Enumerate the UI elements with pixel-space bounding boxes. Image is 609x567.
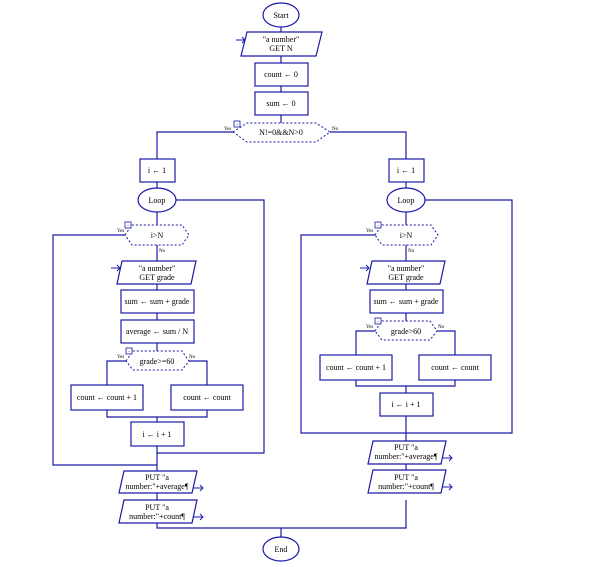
svg-text:sum ← 0: sum ← 0 — [266, 99, 295, 108]
left-input-grade-block[interactable]: "a number" GET grade — [116, 260, 197, 285]
svg-text:GET grade: GET grade — [139, 273, 175, 282]
svg-text:"a number": "a number" — [139, 264, 176, 273]
svg-text:number:"+count¶: number:"+count¶ — [378, 482, 434, 491]
left-sum-add-block[interactable]: sum ← sum + grade — [120, 289, 195, 314]
left-average-block[interactable]: average ← sum / N — [120, 319, 195, 344]
svg-text:grade>=60: grade>=60 — [140, 357, 175, 366]
svg-text:number:"+average¶: number:"+average¶ — [375, 452, 438, 461]
main-condition-block[interactable]: N!=0&&N>0 — [232, 122, 331, 143]
svg-text:"a number": "a number" — [388, 264, 425, 273]
left-count-yes-block[interactable]: count ← count + 1 — [70, 384, 144, 411]
svg-text:average ← sum / N: average ← sum / N — [126, 327, 188, 336]
left-loop-no-label: No — [159, 249, 166, 254]
no-label: No — [332, 127, 339, 132]
right-grade-condition-block[interactable]: grade>60 — [374, 320, 438, 341]
svg-text:−: − — [377, 320, 380, 325]
right-input-arrow-icon — [360, 264, 370, 272]
left-loop-toggle-icon[interactable] — [124, 221, 132, 229]
svg-text:i ← i + 1: i ← i + 1 — [143, 430, 172, 439]
svg-text:−: − — [377, 224, 380, 229]
left-put-average-block[interactable]: PUT "a number:"+average¶ — [118, 470, 198, 494]
right-loop-condition-block[interactable]: i>N — [374, 224, 439, 246]
right-sum-add-block[interactable]: sum ← sum + grade — [369, 289, 444, 314]
right-count-yes-block[interactable]: count ← count + 1 — [319, 354, 393, 381]
count-init-block[interactable]: count ← 0 — [254, 62, 309, 87]
left-loop-block[interactable]: Loop — [137, 187, 177, 213]
right-i-inc-block[interactable]: i ← i + 1 — [379, 392, 434, 417]
left-output-arrow-icon — [193, 484, 204, 492]
svg-text:count ← count + 1: count ← count + 1 — [77, 393, 137, 402]
left-grade-yes-label: Yes — [117, 355, 124, 360]
svg-text:count ← 0: count ← 0 — [264, 70, 298, 79]
right-loop-no-label: No — [408, 249, 415, 254]
svg-text:PUT "a: PUT "a — [394, 443, 418, 452]
input-n-block[interactable]: "a number" GET N — [240, 31, 323, 57]
svg-text:N!=0&&N>0: N!=0&&N>0 — [259, 128, 303, 137]
svg-text:i ← 1: i ← 1 — [397, 166, 415, 175]
svg-text:count ← count: count ← count — [183, 393, 231, 402]
svg-text:i ← 1: i ← 1 — [148, 166, 166, 175]
start-terminal[interactable] — [262, 2, 300, 28]
svg-text:i>N: i>N — [151, 231, 164, 240]
right-put-average-block[interactable]: PUT "a number:"+average¶ — [367, 440, 447, 465]
svg-text:sum ← sum + grade: sum ← sum + grade — [374, 297, 439, 306]
left-count-no-block[interactable]: count ← count — [170, 384, 244, 411]
start-label: Start — [273, 11, 289, 20]
right-loop-block[interactable]: Loop — [386, 187, 426, 213]
right-count-no-block[interactable]: count ← count — [418, 354, 492, 381]
right-loop-yes-label: Yes — [366, 229, 373, 234]
yes-label: Yes — [224, 127, 231, 132]
svg-text:Loop: Loop — [149, 196, 166, 205]
svg-text:PUT "a: PUT "a — [145, 473, 169, 482]
left-grade-no-label: No — [189, 355, 196, 360]
right-loop-toggle-icon[interactable] — [374, 221, 382, 229]
end-label: End — [275, 545, 288, 554]
svg-text:number:"+count¶: number:"+count¶ — [129, 512, 185, 521]
svg-text:grade>60: grade>60 — [391, 327, 421, 336]
right-put-count-block[interactable]: PUT "a number:"+count¶ — [367, 469, 447, 494]
left-i-init-block[interactable]: i ← 1 — [139, 158, 176, 183]
svg-text:"a number": "a number" — [263, 35, 300, 44]
svg-text:GET N: GET N — [269, 44, 292, 53]
right-output-arrow-icon — [442, 454, 453, 462]
svg-text:count ← count: count ← count — [431, 363, 479, 372]
right-grade-yes-label: Yes — [366, 325, 373, 330]
svg-text:PUT "a: PUT "a — [145, 503, 169, 512]
input-arrow-icon — [236, 36, 246, 44]
collapse-toggle-glyph: − — [236, 123, 239, 128]
left-loop-yes-label: Yes — [117, 229, 124, 234]
left-loop-condition-block[interactable]: i>N — [124, 224, 190, 246]
sum-init-block[interactable]: sum ← 0 — [254, 91, 309, 116]
svg-text:Loop: Loop — [398, 196, 415, 205]
svg-text:PUT "a: PUT "a — [394, 473, 418, 482]
right-i-init-block[interactable]: i ← 1 — [388, 158, 425, 183]
collapse-toggle-icon[interactable] — [233, 120, 241, 128]
svg-text:i>N: i>N — [400, 231, 413, 240]
left-output-arrow-icon-2 — [193, 513, 204, 521]
svg-text:count ← count + 1: count ← count + 1 — [326, 363, 386, 372]
connectors — [52, 27, 513, 537]
svg-text:number:"+average¶: number:"+average¶ — [126, 482, 189, 491]
svg-text:i ← i + 1: i ← i + 1 — [392, 400, 421, 409]
left-put-count-block[interactable]: PUT "a number:"+count¶ — [118, 499, 198, 524]
svg-text:GET grade: GET grade — [388, 273, 424, 282]
right-grade-no-label: No — [438, 325, 445, 330]
left-grade-toggle-icon[interactable] — [125, 347, 133, 355]
left-i-inc-block[interactable]: i ← i + 1 — [130, 421, 185, 447]
left-grade-condition-block[interactable]: grade>=60 — [125, 350, 190, 371]
right-input-grade-block[interactable]: "a number" GET grade — [366, 260, 446, 285]
left-input-arrow-icon — [111, 264, 121, 272]
end-terminal[interactable] — [262, 536, 300, 562]
svg-text:sum ← sum + grade: sum ← sum + grade — [125, 297, 190, 306]
svg-text:−: − — [128, 350, 131, 355]
svg-text:−: − — [127, 224, 130, 229]
right-output-arrow-icon-2 — [442, 483, 453, 491]
right-grade-toggle-icon[interactable] — [374, 317, 382, 325]
